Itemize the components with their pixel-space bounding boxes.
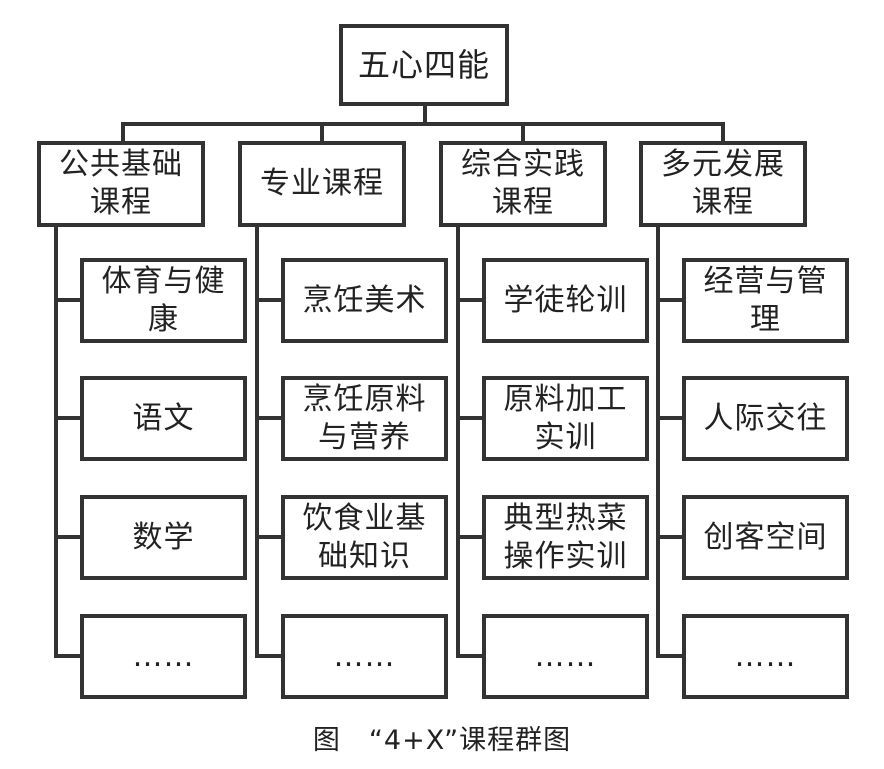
leaf-node: 体育与健康 [80,258,247,343]
leaf-node: 创客空间 [682,495,849,580]
leaf-node: …… [281,614,448,699]
category-drop-3 [521,122,525,142]
leaf-node: …… [682,614,849,699]
branch-3-4 [456,654,482,658]
branch-4-1 [656,298,682,302]
branch-2-1 [255,298,281,302]
category-drop-1 [121,122,125,142]
figure-caption: 图 “4+X”课程群图 [312,725,572,756]
branch-3-3 [456,535,482,539]
branch-1-4 [54,654,80,658]
branch-2-4 [255,654,281,658]
category-bus-line [121,122,725,126]
branch-1-1 [54,298,80,302]
spine-1 [54,226,58,658]
branch-2-3 [255,535,281,539]
category-node-public-foundation: 公共基础课程 [37,141,205,227]
root-node: 五心四能 [339,24,509,106]
leaf-node: 经营与管理 [682,258,849,343]
category-node-professional: 专业课程 [238,141,406,227]
spine-3 [456,226,460,658]
spine-4 [656,226,660,658]
category-node-practice: 综合实践课程 [439,141,607,227]
leaf-node: 语文 [80,376,247,461]
branch-1-2 [54,416,80,420]
leaf-node: 饮食业基础知识 [281,495,448,580]
branch-4-4 [656,654,682,658]
spine-2 [255,226,259,658]
leaf-node: 原料加工实训 [482,376,649,461]
leaf-node: 数学 [80,495,247,580]
category-drop-2 [320,122,324,142]
branch-4-3 [656,535,682,539]
leaf-node: 烹饪原料与营养 [281,376,448,461]
leaf-node: 学徒轮训 [482,258,649,343]
category-node-development: 多元发展课程 [639,141,807,227]
branch-1-3 [54,535,80,539]
branch-4-2 [656,416,682,420]
branch-3-2 [456,416,482,420]
branch-2-2 [255,416,281,420]
branch-3-1 [456,298,482,302]
category-drop-4 [721,122,725,142]
leaf-node: 烹饪美术 [281,258,448,343]
leaf-node: …… [80,614,247,699]
leaf-node: …… [482,614,649,699]
leaf-node: 典型热菜操作实训 [482,495,649,580]
leaf-node: 人际交往 [682,376,849,461]
root-connector [423,106,427,124]
